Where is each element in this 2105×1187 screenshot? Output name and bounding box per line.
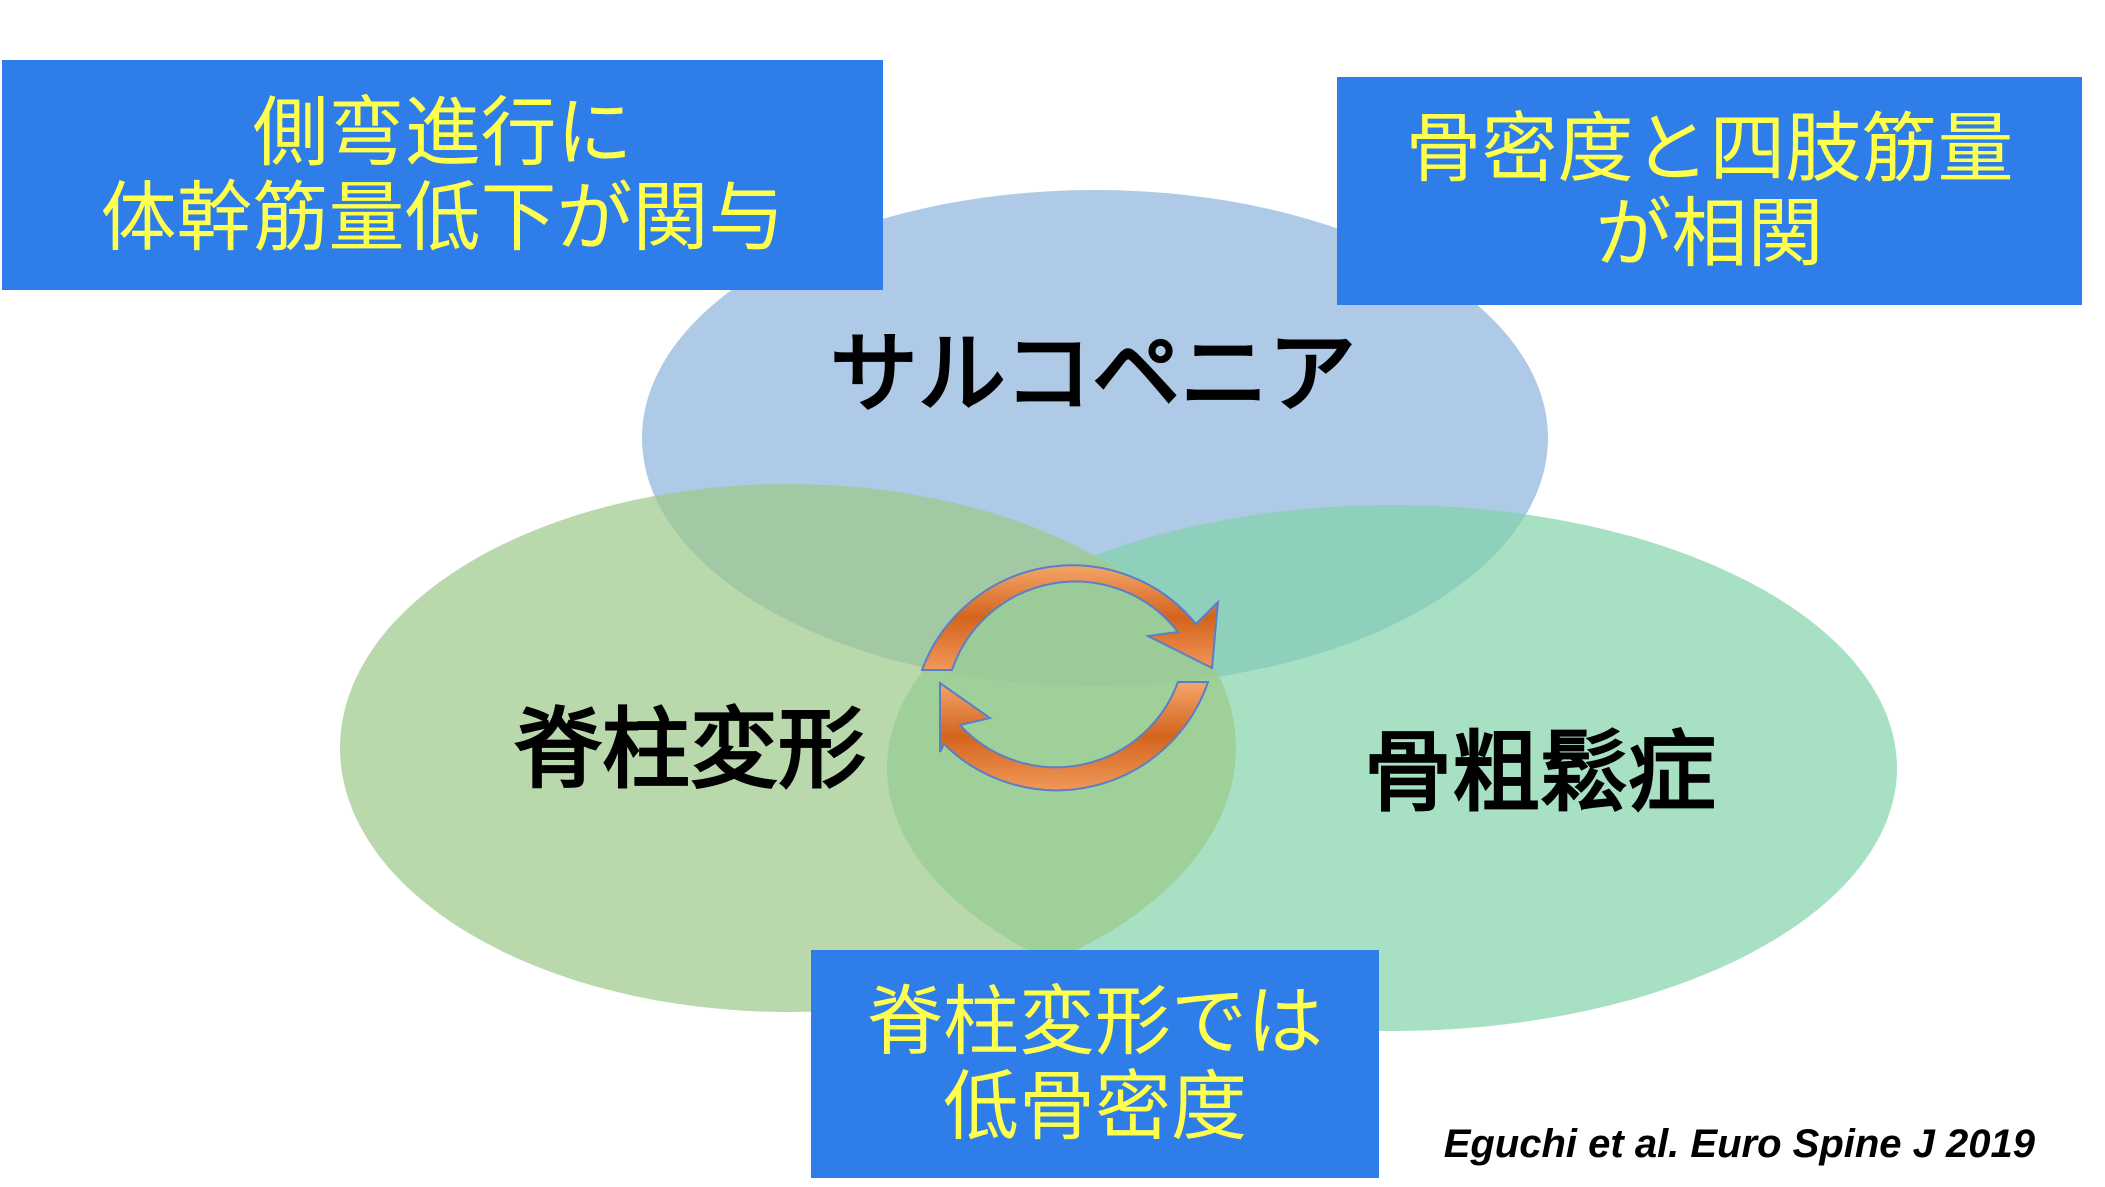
note-bottom-line-2: 低骨密度 <box>943 1062 1247 1151</box>
note-top-left: 側弯進行に 体幹筋量低下が関与 <box>2 60 883 290</box>
cycle-arrow-lower <box>939 681 1210 792</box>
note-top-left-line-1: 側弯進行に <box>252 87 633 177</box>
cycle-arrows-icon <box>920 564 1220 792</box>
note-bottom-line-1: 脊柱変形では <box>867 976 1323 1066</box>
note-top-left-line-2: 体幹筋量低下が関与 <box>100 173 785 262</box>
spinal-deformity-label: 脊柱変形 <box>513 698 866 801</box>
citation: Eguchi et al. Euro Spine J 2019 <box>1443 1122 2035 1166</box>
note-top-right-line-2: が相関 <box>1595 189 1824 278</box>
note-bottom: 脊柱変形では 低骨密度 <box>811 950 1379 1178</box>
note-top-right: 骨密度と四肢筋量 が相関 <box>1337 77 2082 305</box>
spinal-deformity-circle <box>340 484 1236 1012</box>
osteoporosis-label: 骨粗鬆症 <box>1363 721 1716 824</box>
sarcopenia-label: サルコペニア <box>829 322 1357 425</box>
cycle-arrow-upper <box>920 564 1220 671</box>
note-top-right-line-1: 骨密度と四肢筋量 <box>1405 103 2014 193</box>
